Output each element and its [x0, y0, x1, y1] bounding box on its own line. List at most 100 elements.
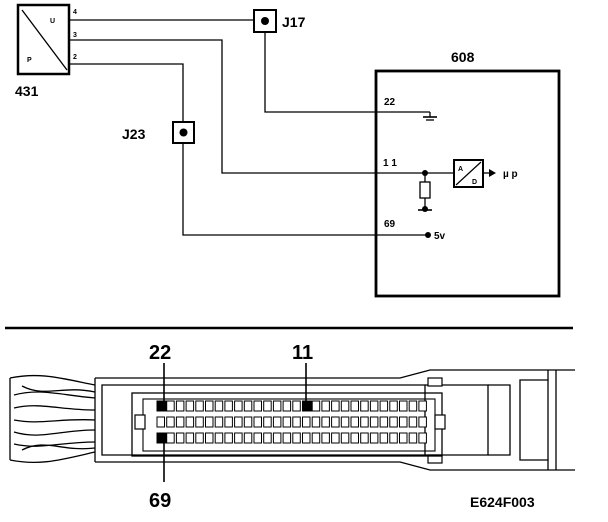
connector-pin	[253, 432, 262, 444]
sensor-label-u: U	[50, 18, 55, 25]
connector-pin	[205, 400, 214, 412]
connector-pin	[214, 432, 224, 444]
connector-pin	[379, 432, 389, 444]
connector-pin	[263, 432, 272, 444]
supply-label: 5v	[434, 231, 446, 242]
connector-pin-rows	[156, 400, 427, 444]
connector-pin	[399, 432, 408, 444]
connector-pin	[166, 432, 175, 444]
connector-pin	[350, 432, 359, 444]
ecu-608: 608 22 1 1 69 A D µ p 5v	[374, 49, 561, 298]
connector-pin	[331, 400, 340, 412]
connector-pin	[389, 400, 398, 412]
wires	[69, 19, 430, 236]
connector-pin	[418, 432, 427, 444]
junction-j23: J23	[122, 121, 195, 144]
adc-label-a: A	[458, 166, 463, 173]
connector-pin	[243, 400, 253, 412]
pulldown-resistor	[419, 181, 431, 199]
connector-pin	[185, 432, 195, 444]
connector-pin	[292, 400, 301, 412]
connector-pin	[369, 400, 379, 412]
connector-pin	[408, 432, 418, 444]
adc-label-d: D	[472, 179, 477, 186]
connector-pin	[205, 416, 214, 428]
connector-pin	[389, 432, 398, 444]
connector-pin	[302, 432, 311, 444]
connector-pin	[340, 432, 350, 444]
connector-pin	[195, 416, 204, 428]
connector-pin	[360, 432, 369, 444]
figure-code: E624F003	[470, 494, 535, 510]
connector-pin	[166, 400, 175, 412]
connector-pin	[234, 432, 243, 444]
connector-pin	[418, 400, 427, 412]
sensor-pin-4: 4	[73, 9, 77, 16]
connector-pin	[272, 432, 282, 444]
connector-pin	[340, 400, 350, 412]
adc-converter: A D µ p	[453, 159, 518, 188]
pin-69-callout: 69	[149, 490, 171, 512]
connector-pin	[282, 400, 292, 412]
ecu-pin-22: 22	[384, 97, 396, 108]
connector-pin	[263, 400, 272, 412]
pin-11-callout: 11	[292, 342, 313, 364]
connector-pin	[321, 416, 330, 428]
connector-pin	[263, 416, 272, 428]
connector-pin	[243, 432, 253, 444]
connector-pin	[214, 400, 224, 412]
microprocessor-label: µ p	[503, 169, 518, 180]
connector-pin	[156, 432, 168, 444]
connector-pin	[156, 416, 165, 428]
connector-pin	[321, 400, 330, 412]
connector-pin	[253, 400, 262, 412]
sensor-ref-label: 431	[15, 83, 39, 99]
connector-pin	[331, 432, 340, 444]
connector-pin	[195, 432, 204, 444]
connector-pin	[214, 416, 224, 428]
connector-pin	[175, 432, 185, 444]
connector-pin	[292, 432, 301, 444]
connector-pin	[205, 432, 214, 444]
sensor-pin-2: 2	[73, 54, 77, 61]
connector-pin	[185, 416, 195, 428]
connector-pin	[311, 432, 321, 444]
connector-pin	[234, 416, 243, 428]
connector-pin	[272, 400, 282, 412]
connector-pin	[369, 432, 379, 444]
connector-pin	[175, 400, 185, 412]
connector-pin	[282, 432, 292, 444]
ecu-pin-11: 1 1	[383, 158, 397, 169]
sensor-pin-3: 3	[73, 32, 77, 39]
connector-pin	[379, 400, 389, 412]
connector-pin	[302, 416, 311, 428]
sensor-431: U P 4 3 2 431	[15, 3, 77, 99]
connector-pin	[408, 400, 418, 412]
connector-pin	[243, 416, 253, 428]
connector-pin	[408, 416, 418, 428]
connector-pin	[195, 400, 204, 412]
connector-pin	[379, 416, 389, 428]
connector-diagram: 22 11 69	[9, 342, 575, 512]
connector-pin	[302, 400, 313, 412]
connector-pin	[185, 400, 195, 412]
connector-pin	[418, 416, 427, 428]
connector-pin	[234, 400, 243, 412]
ecu-ref-label: 608	[451, 49, 475, 65]
connector-pin	[175, 416, 185, 428]
ground-symbol	[423, 112, 437, 121]
connector-pin	[282, 416, 292, 428]
connector-pin	[340, 416, 350, 428]
connector-pin	[389, 416, 398, 428]
connector-pin	[360, 400, 369, 412]
connector-pin	[399, 400, 408, 412]
connector-pin	[292, 416, 301, 428]
connector-pin	[350, 416, 359, 428]
connector-pin	[311, 416, 321, 428]
junction-j17: J17	[253, 9, 306, 33]
wire-harness	[9, 374, 96, 464]
connector-pin	[350, 400, 359, 412]
arrow-icon	[489, 169, 496, 177]
junction-j23-label: J23	[122, 126, 146, 142]
